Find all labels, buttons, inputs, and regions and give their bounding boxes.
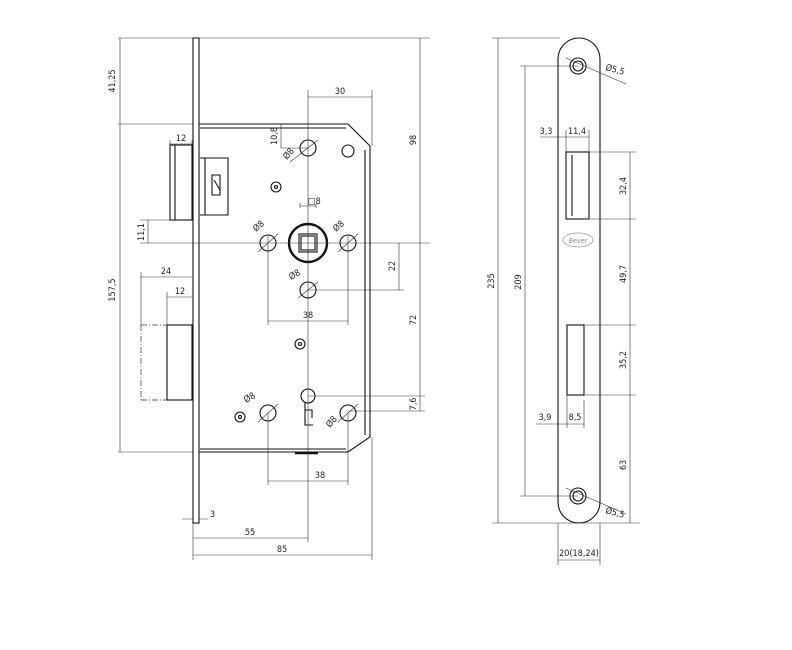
screw-holes — [569, 57, 587, 505]
dim-hole-dia: Ø8 — [331, 218, 347, 234]
dim-63: 63 — [619, 460, 629, 470]
dim-hole-dia: Ø8 — [324, 414, 340, 430]
lock-body-view: 41,25 157,5 12 11,1 24 12 30 10,8 98 22 … — [108, 37, 430, 560]
dim-11-4: 11,4 — [568, 127, 586, 137]
dim-55: 55 — [245, 528, 255, 538]
dim-hole-dia: Ø8 — [281, 146, 297, 162]
dim-35-2: 35,2 — [619, 351, 629, 369]
dim-screw-dia: Ø5,5 — [604, 505, 625, 521]
deadbolt — [140, 324, 193, 401]
dim-38-lower: 38 — [315, 471, 325, 481]
dim-157-5: 157,5 — [108, 278, 118, 301]
dim-hole-offset-y: 10,8 — [270, 127, 280, 145]
dim-hole-dia: Ø8 — [251, 218, 267, 234]
dim-bolt-width: 12 — [175, 287, 185, 297]
dim-hole-dia: Ø8 — [242, 390, 257, 405]
dimension-lines — [118, 37, 430, 560]
dim-38-upper: 38 — [303, 311, 313, 321]
case-inner-edge — [200, 127, 366, 450]
dim-bolt-throw: 24 — [161, 267, 171, 277]
dim-square-8: □8 — [308, 197, 321, 207]
dim-85: 85 — [277, 545, 287, 555]
strike-plate-view: Bever 235 209 Ø5,5 Ø5,5 3,3 11,4 32,4 49… — [487, 37, 640, 565]
dim-3-9: 3,9 — [539, 413, 552, 423]
dim-screw-dia: Ø5,5 — [604, 62, 625, 78]
dim-41-25: 41,25 — [108, 69, 118, 92]
dim-22: 22 — [388, 261, 398, 271]
mounting-holes — [234, 139, 357, 423]
dim-hole-dia: Ø8 — [287, 267, 302, 282]
faceplate — [192, 37, 200, 524]
dim-8-5: 8,5 — [569, 413, 582, 423]
dim-235: 235 — [487, 273, 497, 288]
dim-3: 3 — [210, 510, 215, 520]
dim-width: 20(18,24) — [559, 549, 599, 559]
dimension-lines — [492, 37, 640, 565]
dim-latch-offset: 11,1 — [137, 223, 147, 241]
dim-3-3: 3,3 — [540, 127, 553, 137]
bever-logo: Bever — [562, 232, 594, 248]
dim-32-4: 32,4 — [619, 177, 629, 195]
latch-opening — [565, 151, 590, 220]
lock-case — [199, 123, 371, 453]
dim-72: 72 — [409, 315, 419, 325]
dim-98: 98 — [409, 135, 419, 145]
bolt-opening — [566, 324, 585, 396]
svg-text:Bever: Bever — [569, 237, 588, 245]
latch-bolt — [169, 144, 229, 221]
dim-latch-width: 12 — [176, 134, 186, 144]
dim-49-7: 49,7 — [619, 265, 629, 283]
dim-hole-offset-x: 30 — [335, 87, 345, 97]
strike-plate — [557, 37, 601, 524]
dim-7-6: 7,6 — [409, 398, 419, 411]
dim-209: 209 — [514, 274, 524, 289]
